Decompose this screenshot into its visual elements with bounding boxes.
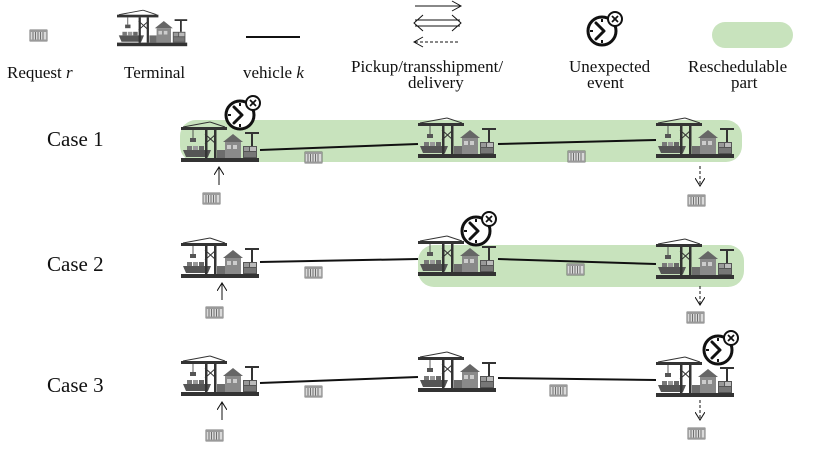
double-arrow-icon — [412, 0, 463, 48]
reschedulable-band — [180, 120, 742, 162]
container-icon — [202, 192, 221, 205]
vehicle-route-segment — [259, 258, 419, 263]
container-icon — [567, 150, 586, 163]
legend-pickup-line1: Pickup/transshipment/ — [351, 57, 503, 76]
clock-cancel-icon — [586, 10, 624, 47]
legend-terminal-label: Terminal — [124, 63, 185, 82]
vehicle-route-segment — [497, 377, 657, 381]
container-icon — [29, 29, 48, 42]
container-icon — [205, 306, 224, 319]
legend-pickup-line2: delivery — [408, 73, 464, 92]
legend-vehicle-label: vehicle k — [243, 63, 304, 82]
terminal-icon — [180, 237, 260, 279]
case-2-row: Case 2 — [47, 210, 744, 324]
legend-unexpected-line1: Unexpected — [569, 57, 651, 76]
terminal-icon — [180, 355, 260, 397]
vehicle-route-segment — [259, 376, 419, 384]
legend-request-label: Request r — [7, 63, 73, 82]
legend-reschedulable-line2: part — [731, 73, 758, 92]
container-icon — [549, 384, 568, 397]
case-label: Case 3 — [47, 373, 104, 397]
vehicle-route-segment — [497, 258, 657, 265]
case-label: Case 1 — [47, 127, 104, 151]
container-icon — [304, 266, 323, 279]
legend: Request r Terminal vehicle k Pickup/tran… — [7, 0, 793, 92]
container-icon — [304, 385, 323, 398]
container-icon — [205, 429, 224, 442]
clock-cancel-icon — [702, 329, 740, 366]
reschedulable-swatch — [712, 22, 793, 48]
legend-unexpected-line2: event — [587, 73, 624, 92]
legend-reschedulable-line1: Reschedulable — [688, 57, 787, 76]
vehicle-route-segment — [259, 143, 419, 151]
clock-cancel-icon — [460, 210, 498, 247]
container-icon — [304, 151, 323, 164]
vehicle-route-segment — [497, 139, 657, 145]
case-1-row: Case 1 — [47, 94, 742, 207]
container-icon — [566, 263, 585, 276]
container-icon — [687, 194, 706, 207]
container-icon — [687, 427, 706, 440]
port-crane-icon — [116, 9, 188, 47]
case-3-row: Case 3 — [47, 329, 740, 442]
case-label: Case 2 — [47, 252, 104, 276]
terminal-icon — [417, 351, 497, 393]
container-icon — [686, 311, 705, 324]
